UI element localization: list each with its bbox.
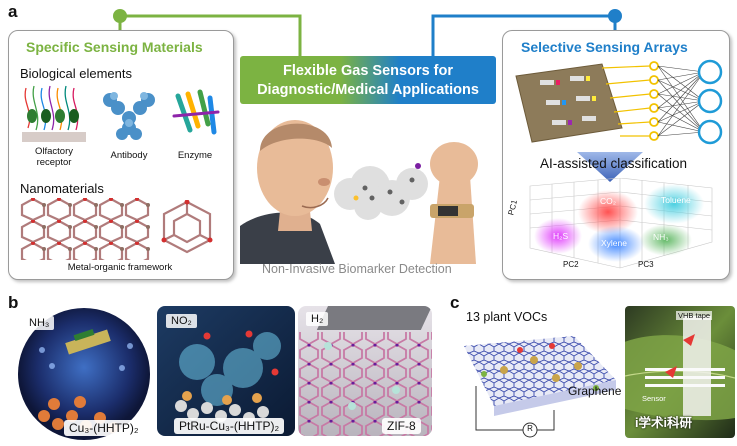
cu3-hhtp-nh3-image [18, 308, 150, 440]
plant-vocs-title: 13 plant VOCs [466, 310, 548, 324]
olfactory-label-line2: receptor [36, 157, 72, 168]
sensor-array-network-illustration [515, 59, 723, 145]
panel-c-letter: c [450, 293, 460, 312]
cluster-co2: CO₂ [600, 196, 617, 206]
ai-classification-label: AI-assisted classification [540, 156, 688, 171]
olfactory-receptor-label: Olfactory receptor [22, 146, 86, 168]
panel-b-letter: b [8, 293, 19, 312]
antibody-label: Antibody [110, 150, 148, 161]
person-breath-illustration [240, 120, 478, 264]
enzyme-illustration [172, 89, 220, 135]
pca-plot [529, 178, 713, 269]
biological-elements-heading: Biological elements [20, 66, 133, 81]
olfactory-label-line1: Olfactory [34, 146, 73, 157]
cluster-toluene: Toluene [661, 195, 691, 205]
banner-line2: Diagnostic/Medical Applications [257, 82, 479, 98]
banner-gradient-blend [340, 56, 400, 104]
cluster-nh3: NH₃ [653, 232, 669, 242]
selective-sensing-arrays-title: Selective Sensing Arrays [521, 39, 688, 55]
olfactory-receptor-illustration [22, 85, 86, 142]
image1-material-tag: Cu₃-(HHTP)₂ [64, 420, 144, 436]
image2-gas-tag: NO₂ [166, 314, 197, 328]
resistor-label: R [527, 424, 533, 433]
sensor-label: Sensor [642, 394, 666, 403]
pca-axis-pc2: PC2 [563, 260, 579, 269]
enzyme-label: Enzyme [177, 150, 213, 161]
leaf-sensor-photo [625, 306, 735, 438]
mof-label: Metal-organic framework [67, 262, 173, 273]
image2-material-tag: PtRu-Cu₃-(HHTP)₂ [174, 418, 285, 434]
nanomaterials-heading: Nanomaterials [20, 181, 104, 196]
vhb-tape-label: VHB tape [676, 311, 713, 320]
image3-gas-tag: H₂ [306, 312, 329, 326]
center-caption: Non-Invasive Biomarker Detection [262, 262, 452, 276]
pca-axis-pc3: PC3 [638, 260, 654, 269]
cluster-h2s: H₂S [553, 231, 569, 241]
image1-gas-tag: NH₃ [24, 316, 55, 330]
specific-sensing-materials-title: Specific Sensing Materials [26, 39, 203, 55]
mof-large-illustration [20, 198, 150, 260]
graphene-label: Graphene [568, 384, 622, 398]
watermark-text: i学术i科研 [635, 416, 692, 430]
antibody-illustration [103, 92, 155, 140]
graphene-sensor-illustration [464, 336, 616, 438]
cluster-xylene: Xylene [601, 238, 627, 248]
classification-funnel [577, 152, 643, 182]
mof-small-illustration [161, 200, 213, 254]
banner-line1: Flexible Gas Sensors for [282, 63, 454, 79]
panel-a-letter: a [8, 2, 18, 21]
image3-material-tag: ZIF-8 [382, 418, 421, 434]
